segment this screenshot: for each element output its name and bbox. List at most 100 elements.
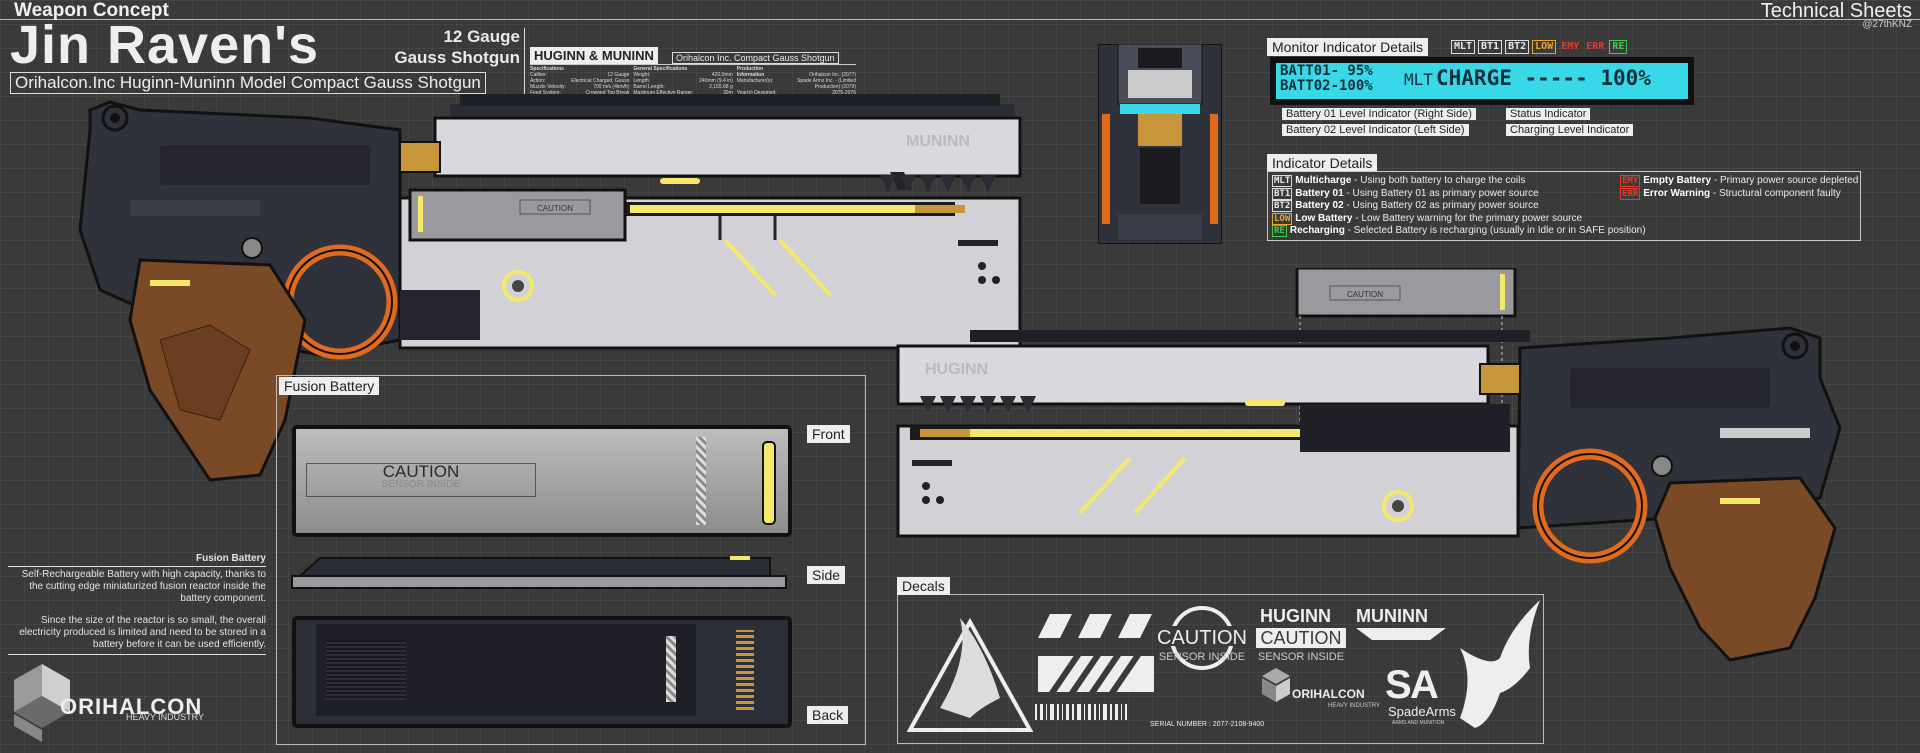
monitor-screen: BATT01- 95% BATT02-100% MLT CHARGE -----… — [1270, 57, 1694, 105]
battery-caution-text: CAUTION — [382, 462, 460, 481]
svg-text:A: A — [1410, 663, 1439, 707]
battery-vent — [326, 640, 406, 700]
chevron-decal — [880, 175, 996, 192]
spec-col1_values-2: Electrical Charged, Gauss — [571, 78, 630, 84]
indicator-name: Low Battery — [1295, 212, 1353, 224]
decals-title-wrap: Decals — [897, 577, 950, 596]
decal-huginn: HUGINN — [1260, 606, 1331, 626]
spec-col1-4: Feed System: — [530, 90, 561, 96]
weapon-side-b: CAUTION HUGINN — [896, 268, 1842, 662]
battery-contacts — [736, 630, 754, 710]
view-label-back: Back — [807, 706, 849, 724]
indicator-desc: - Using Battery 01 as primary power sour… — [1343, 187, 1539, 199]
spec-subtitle: Orihalcon Inc. Compact Gauss Shotgun — [672, 52, 839, 64]
indicator-badge-emy: EMY — [1620, 175, 1641, 187]
fusion-battery-desc-title: Fusion Battery — [195, 553, 266, 564]
decal-spade: SpadeArms — [1388, 704, 1456, 719]
decals-panel — [897, 594, 1544, 744]
spec-col2_values-1: 420.0mm — [711, 72, 733, 78]
spec-col2-4: Maximum Effective Range: — [633, 90, 694, 96]
monitor-display: BATT01- 95% BATT02-100% MLT CHARGE -----… — [1276, 63, 1688, 99]
spec-col2_values-2: 240mm (9.4 in) — [699, 78, 733, 84]
monitor-panel-header: Monitor Indicator Details MLT BT1 BT2 LO… — [1267, 38, 1628, 56]
decal-caution: CAUTION — [1157, 627, 1247, 649]
indicator-badge-re: RE — [1272, 225, 1287, 237]
badge-bt1: BT1 — [1478, 40, 1503, 54]
gauge-label: 12 Gauge Gauss Shotgun — [380, 26, 520, 68]
badge-re: RE — [1609, 40, 1628, 54]
battery1-label: Battery 01 Level Indicator (Right Side) — [1282, 108, 1476, 120]
spec-col1_values-1: 12 Gauge — [607, 72, 630, 78]
decal-orihalcon: ORIHALCON — [1292, 687, 1365, 701]
spec-col2-0: General Specifications — [633, 66, 688, 72]
decal-sensor-2: SENSOR INSIDE — [1258, 651, 1344, 663]
author-credit: @27thKNZ — [1862, 19, 1912, 30]
fusion-battery-desc-1: Self-Rechargeable Battery with high capa… — [21, 569, 266, 604]
indicator-name: Recharging — [1289, 225, 1345, 236]
page-title: Jin Raven's — [10, 15, 319, 75]
spec-col2-1: Weight: — [633, 72, 651, 78]
decals-title: Decals — [897, 577, 950, 595]
spec-col1-3: Muzzle Velocity: — [530, 84, 566, 90]
charge-readout: CHARGE ----- 100% — [1436, 66, 1651, 90]
battery-side — [291, 556, 787, 589]
indicator-name: Empty Battery — [1643, 175, 1712, 186]
spec-col3_values-3: 2075-2076 — [832, 90, 856, 96]
indicator-desc: - Using both battery to charge the coils — [1351, 175, 1526, 186]
battery-back-stripes — [666, 636, 676, 702]
battery-back — [292, 616, 792, 728]
indicator-desc: - Structural component faulty — [1710, 187, 1841, 199]
view-label-side: Side — [807, 566, 846, 584]
spec-col1_values-4: Crowned Top Break — [585, 90, 630, 96]
decal-muninn: MUNINN — [1356, 606, 1428, 626]
svg-text:S: S — [1385, 663, 1412, 707]
spec-col1_values-3: 700 m/s (4km/h) — [593, 84, 630, 90]
header-weapon-concept: Weapon Concept — [14, 0, 169, 21]
top-rail — [460, 94, 1000, 106]
charging-indicator-label: Charging Level Indicator — [1506, 124, 1634, 136]
indicator-badge-err: ERR — [1620, 187, 1641, 200]
gauge-line-2: Gauss Shotgun — [394, 48, 520, 67]
svg-text:CAUTION: CAUTION — [537, 204, 573, 213]
decals-art: SERIAL NUMBER : 2077-2108-9400 CAUTION S… — [906, 600, 1540, 732]
fusion-battery-title: Fusion Battery — [279, 377, 380, 395]
indicator-desc: - Using Battery 02 as primary power sour… — [1343, 200, 1539, 211]
decal-spade-sub: ARMS AND MUNITION — [1392, 720, 1445, 726]
battery2-label: Battery 02 Level Indicator (Left Side) — [1282, 124, 1469, 136]
spec-col2_values-4: 30m — [723, 90, 733, 96]
spec-col3_values-2: Spade Arms Inc. - (Limited Production) (… — [797, 78, 856, 90]
header-rule — [0, 19, 1920, 20]
spec-title: HUGINN & MUNINN — [530, 47, 658, 64]
indicator-name: Battery 01 — [1295, 187, 1344, 199]
indicator-desc: - Primary power source depleted — [1711, 175, 1859, 186]
spec-col1-1: Caliber: — [530, 72, 548, 78]
orihalcon-logo-icon — [14, 664, 70, 742]
mode-readout: MLT — [1404, 70, 1433, 89]
spec-col2_values-3: 2,155.68 g — [709, 84, 733, 90]
badge-err: ERR — [1586, 41, 1605, 52]
spec-col3_values-1: Orihalcon Inc. (2077) — [809, 72, 856, 78]
orihalcon-logo-sub: HEAVY INDUSTRY — [126, 712, 205, 722]
view-label-front: Front — [807, 425, 850, 443]
indicator-badge-low: LOW — [1272, 212, 1293, 225]
spec-rule — [530, 64, 856, 65]
badge-emy: EMY — [1561, 41, 1580, 52]
fusion-battery-desc-2: Since the size of the reactor is so smal… — [19, 615, 266, 650]
monitor-title: Monitor Indicator Details — [1267, 38, 1428, 56]
weapon-rear-view — [1098, 44, 1222, 244]
indicator-name: Multicharge — [1295, 175, 1352, 186]
badge-bt2: BT2 — [1505, 40, 1530, 54]
indicator-badge-bt1: BT1 — [1272, 187, 1293, 200]
